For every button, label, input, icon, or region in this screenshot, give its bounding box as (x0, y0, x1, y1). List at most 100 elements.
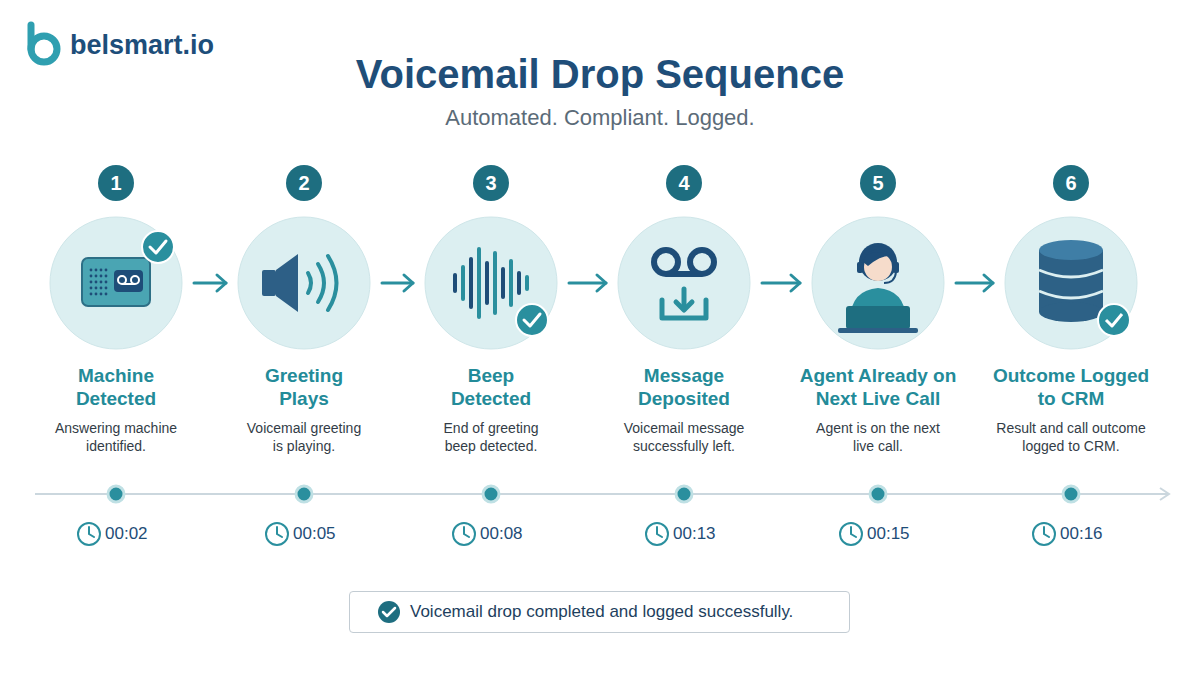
speaker-icon (262, 254, 337, 312)
headset-ear (893, 262, 899, 273)
grille-dot (105, 287, 108, 290)
grille-dot (90, 293, 93, 296)
arrow-shaft (762, 282, 800, 285)
step-node: Agent Already on Next Live CallAgent is … (811, 216, 945, 350)
machine-body (82, 258, 150, 306)
agent-hair (859, 243, 897, 281)
headset-mic (884, 272, 896, 283)
timeline-arrowhead (1160, 488, 1169, 500)
timeline-dot (108, 486, 124, 502)
step-node: Greeting PlaysVoicemail greeting is play… (237, 216, 371, 350)
step-number: 3 (473, 165, 509, 201)
grille-dot (100, 287, 103, 290)
step-circle-shape (50, 217, 182, 349)
database-icon (1039, 240, 1130, 336)
step-node: Beep DetectedEnd of greeting beep detect… (424, 216, 558, 350)
laptop-base (838, 328, 918, 333)
waveform-icon (455, 249, 548, 336)
step-circle-shape (425, 217, 557, 349)
check-mark (1106, 314, 1122, 326)
timeline-dot (483, 486, 499, 502)
clock-face (646, 523, 668, 545)
voicemail-bar (666, 271, 702, 277)
check-mark (150, 241, 166, 253)
callout-number: 3 (473, 165, 509, 201)
status-check-icon (378, 601, 400, 623)
timeline-dot (1063, 486, 1079, 502)
step-text: Beep DetectedEnd of greeting beep detect… (371, 364, 611, 455)
wave-bar (485, 263, 489, 303)
wave-bar (453, 275, 457, 291)
wave-bar (477, 249, 481, 317)
speaker-grille (90, 269, 108, 296)
tape-line (122, 283, 135, 285)
subtitle: Automated. Compliant. Logged. (0, 104, 1200, 132)
arrowhead (404, 275, 413, 291)
grille-dot (95, 287, 98, 290)
timestamp: 00:08 (480, 523, 550, 544)
step-circle-shape (812, 217, 944, 349)
database-band (1039, 270, 1103, 277)
grille-dot (90, 269, 93, 272)
arrowhead (597, 275, 606, 291)
step-description: Voicemail greeting is playing. (242, 419, 367, 455)
grille-dot (100, 281, 103, 284)
database-top (1039, 240, 1103, 260)
step-description: Voicemail message successfully left. (614, 419, 754, 455)
timeline (35, 486, 1169, 502)
grille-dot (100, 275, 103, 278)
sound-wave (308, 273, 311, 293)
step-circle (237, 216, 371, 350)
download-arrow (682, 289, 687, 309)
step-circle (1004, 216, 1138, 350)
timeline-line (35, 493, 1168, 495)
grille-dot (90, 281, 93, 284)
wave-bar (509, 261, 513, 305)
wave-bar (493, 253, 497, 313)
step-number: 6 (1053, 165, 1089, 201)
clock-face (266, 523, 288, 545)
logo-bowl (31, 36, 57, 62)
timestamp: 00:15 (867, 523, 937, 544)
headset-band (860, 248, 896, 266)
agent-bangs (863, 252, 893, 266)
clock-hands (851, 527, 856, 537)
clock-face (78, 523, 100, 545)
wave-bar (469, 259, 473, 307)
grille-dot (100, 293, 103, 296)
clock-hands (1044, 527, 1049, 537)
step-number: 2 (286, 165, 322, 201)
step-text: Outcome Logged to CRMResult and call out… (951, 364, 1191, 455)
download-arrowhead (676, 302, 692, 310)
arrow-shaft (569, 282, 606, 285)
clock-hands (277, 527, 282, 537)
check-badge (142, 231, 174, 263)
step-text: Greeting PlaysVoicemail greeting is play… (184, 364, 424, 455)
voicemail-reel (654, 250, 678, 274)
timestamp: 00:02 (105, 523, 175, 544)
wave-bar (517, 273, 521, 293)
machine-display (114, 270, 143, 292)
arrowhead (984, 275, 993, 291)
sound-wave (318, 264, 324, 302)
agent-body (850, 288, 906, 318)
database-body (1039, 250, 1103, 312)
step-heading: Greeting Plays (252, 364, 357, 410)
step-description: Answering machine identified. (46, 419, 186, 455)
grille-dot (95, 293, 98, 296)
callout-number: 5 (860, 165, 896, 201)
clock-icons (78, 523, 1055, 545)
brand-name: belsmart.io (70, 28, 290, 62)
step-description: End of greeting beep detected. (431, 419, 551, 455)
wave-bar (501, 269, 505, 297)
step-node: Machine DetectedAnswering machine identi… (49, 216, 183, 350)
grille-dot (105, 293, 108, 296)
download-tray (662, 300, 706, 318)
voicemail-reel (690, 250, 714, 274)
grille-dot (95, 281, 98, 284)
step-node: Message DepositedVoicemail message succe… (617, 216, 751, 350)
status-check-circle (378, 601, 400, 623)
timeline-dot (676, 486, 692, 502)
